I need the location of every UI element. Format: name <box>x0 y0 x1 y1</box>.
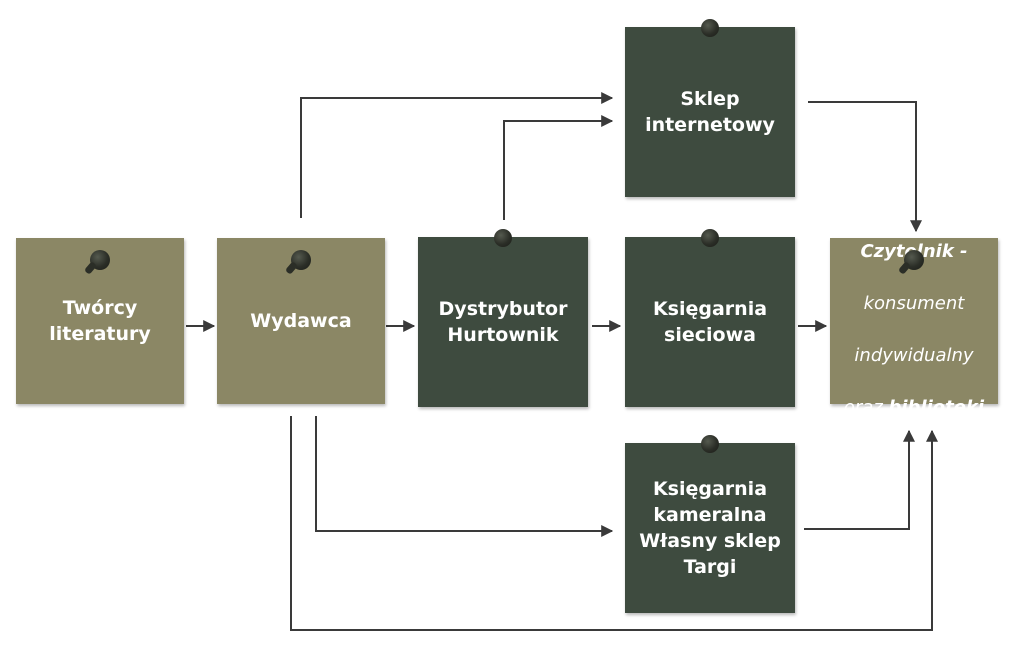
pushpin-icon <box>904 250 924 270</box>
arrow-dystrybutor-sklep <box>503 115 614 220</box>
node-sklep-internetowy: Sklep internetowy <box>625 19 795 197</box>
arrow-wydawca-sklep <box>300 92 614 218</box>
reader-line-3: indywidualny <box>854 345 974 366</box>
arrow-kameralna-czytelnik <box>804 429 915 530</box>
arrow-wydawca-kameralna <box>315 416 614 537</box>
pushpin-icon <box>291 250 311 270</box>
reader-line-2: konsument <box>863 293 965 314</box>
node-wydawca: Wydawca <box>217 238 385 404</box>
node-label: Księgarnia sieciowa <box>652 298 768 346</box>
node-tworcy-literatury: Twórcy literatury <box>16 238 184 404</box>
node-label: Twórcy literatury <box>49 297 151 345</box>
pushpin-icon <box>701 229 719 247</box>
node-label: Czytelnik - konsument indywidualny oraz … <box>836 195 992 447</box>
pushpin-icon <box>701 19 719 37</box>
pushpin-icon <box>494 229 512 247</box>
arrow-wydawca-czytelnik <box>290 416 938 631</box>
pushpin-icon <box>90 250 110 270</box>
reader-line-4-prefix: oraz <box>843 397 889 418</box>
node-label: Dystrybutor Hurtownik <box>438 298 568 346</box>
node-ksiegarnia-sieciowa: Księgarnia sieciowa <box>625 229 795 407</box>
pushpin-icon <box>701 435 719 453</box>
node-label: Sklep internetowy <box>645 88 775 136</box>
reader-line-4: oraz biblioteki <box>844 395 984 421</box>
node-ksiegarnia-kameralna: Księgarnia kameralna Własny sklep Targi <box>625 435 795 613</box>
arrow-sklep-czytelnik <box>808 101 922 233</box>
node-label: Księgarnia kameralna Własny sklep Targi <box>639 478 781 578</box>
node-dystrybutor-hurtownik: Dystrybutor Hurtownik <box>418 229 588 407</box>
node-label: Wydawca <box>250 310 352 332</box>
node-czytelnik: Czytelnik - konsument indywidualny oraz … <box>830 238 998 418</box>
reader-line-4-bold: biblioteki <box>888 397 985 418</box>
